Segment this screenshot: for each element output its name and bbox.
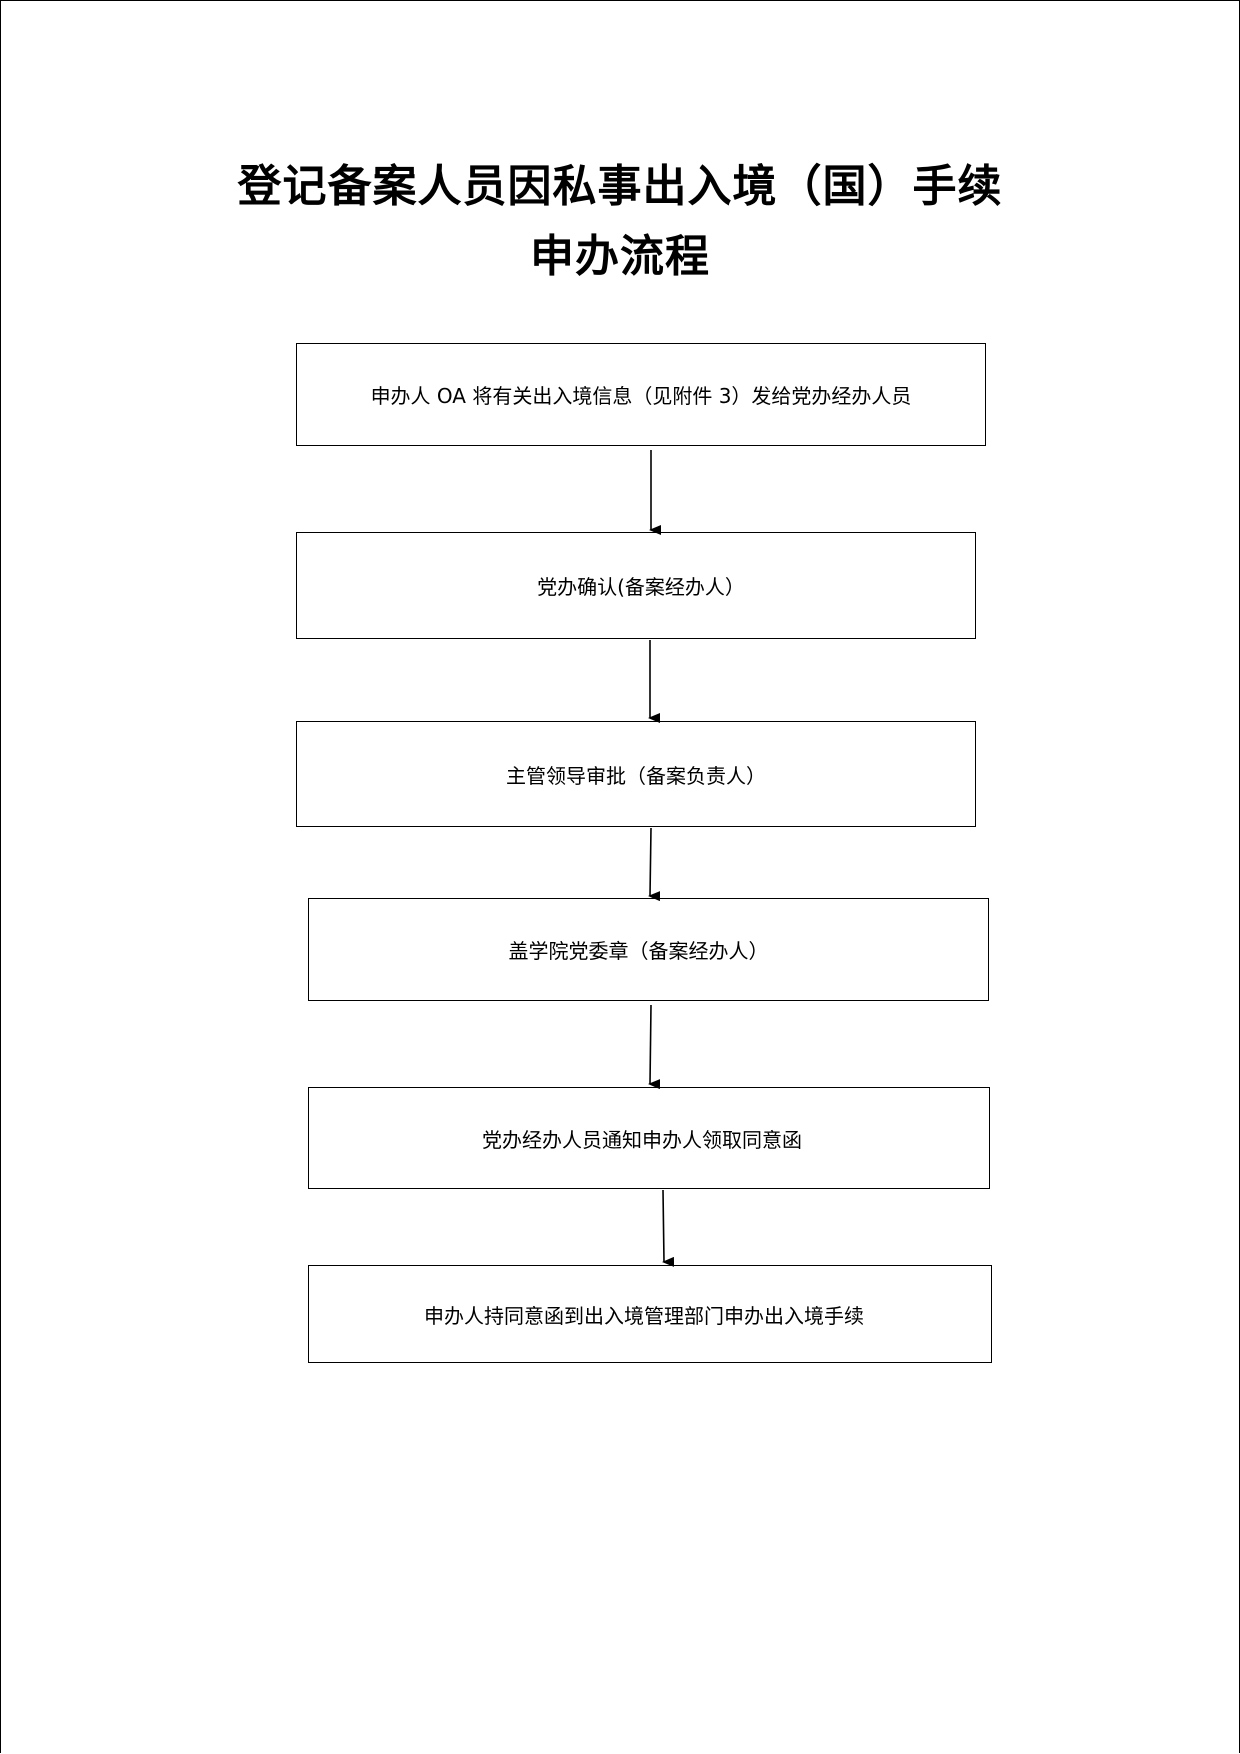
flow-step-2-label: 党办确认(备案经办人）: [537, 575, 745, 599]
flow-step-5-label: 党办经办人员通知申办人领取同意函: [482, 1127, 802, 1152]
flow-step-6: 申办人持同意函到出入境管理部门申办出入境手续: [308, 1265, 992, 1363]
flow-step-1: 申办人 OA 将有关出入境信息（见附件 3）发给党办经办人员: [296, 343, 986, 446]
flow-step-6-label: 申办人持同意函到出入境管理部门申办出入境手续: [424, 1303, 864, 1328]
flow-step-4: 盖学院党委章（备案经办人）: [308, 898, 989, 1001]
flow-step-4-label: 盖学院党委章（备案经办人）: [508, 939, 769, 963]
flow-step-3: 主管领导审批（备案负责人）: [296, 721, 976, 827]
document-title-line2: 申办流程: [530, 231, 710, 282]
flow-step-1-label: 申办人 OA 将有关出入境信息（见附件 3）发给党办经办人员: [370, 384, 912, 408]
flow-step-2: 党办确认(备案经办人）: [296, 532, 976, 639]
flow-step-3-label: 主管领导审批（备案负责人）: [506, 763, 766, 788]
document-title-line1: 登记备案人员因私事出入境（国）手续: [237, 161, 1003, 212]
flow-step-5: 党办经办人员通知申办人领取同意函: [308, 1087, 990, 1189]
